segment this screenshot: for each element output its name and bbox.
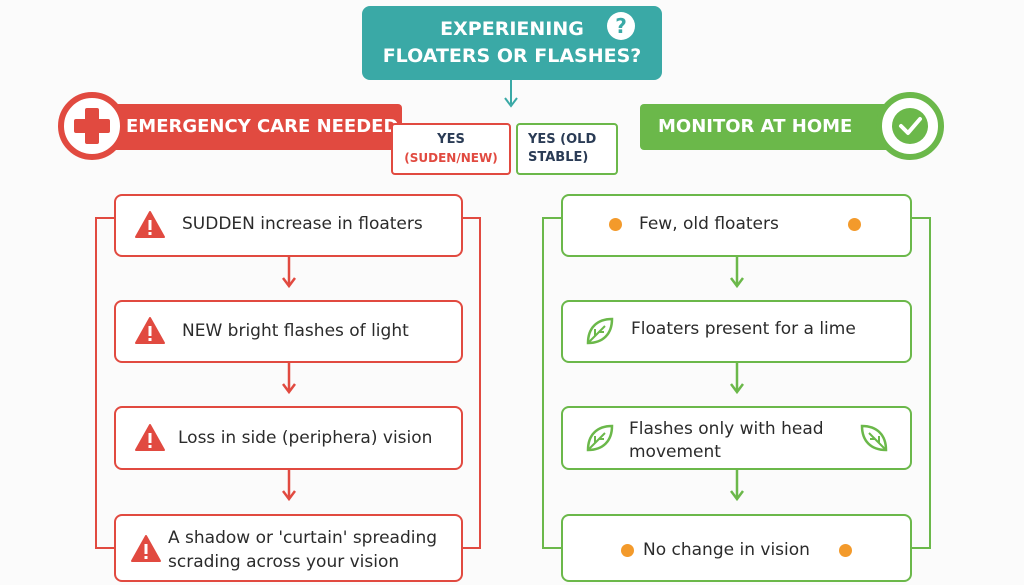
monitor-at-home-header: MONITOR AT HOME [640,104,908,150]
orange-dot-icon [621,544,634,557]
yes-new-line-2: (SUDEN/NEW) [404,151,498,165]
warning-icon [131,535,161,562]
leaf-icon [586,317,614,345]
monitor-step-4-text: No change in vision [643,540,810,560]
monitor-step-2: Floaters present for a lime [561,300,912,363]
monitor-step-1: Few, old floaters [561,194,912,257]
emergency-step-3-text: Loss in side (periphera) vision [178,428,433,448]
monitor-step-2-text: Floaters present for a lime [631,319,856,339]
question-line-1: EXPERIENING [440,18,584,40]
yes-old-stable-label: YES (OLD STABLE) [516,123,618,175]
yes-new-line-1: YES [437,132,465,147]
yes-sudden-new-label: YES (SUDEN/NEW) [391,123,511,175]
monitor-step-3: Flashes only with head movement [561,406,912,470]
monitor-step-4: No change in vision [561,514,912,582]
emergency-step-1-text: SUDDEN increase in floaters [182,214,423,234]
emergency-step-1: SUDDEN increase in floaters [114,194,463,257]
monitor-step-1-text: Few, old floaters [639,214,779,234]
checkmark-icon [876,92,944,160]
leaf-icon [860,424,888,452]
orange-dot-icon [848,218,861,231]
orange-dot-icon [839,544,852,557]
monitor-step-3-text: Flashes only with head movement [629,419,824,462]
orange-dot-icon [609,218,622,231]
emergency-step-2-text: NEW bright flashes of light [182,321,409,341]
yes-old-line-1: YES (OLD [528,132,597,147]
emergency-step-4-text: A shadow or 'curtain' spreading scrading… [168,528,438,572]
question-line-2: FLOATERS OR FLASHES? [382,45,642,67]
leaf-icon [586,424,614,452]
yes-old-line-2: STABLE) [528,150,589,165]
warning-icon [135,211,165,238]
warning-icon [135,424,165,451]
emergency-step-3: Loss in side (periphera) vision [114,406,463,470]
emergency-step-4: A shadow or 'curtain' spreading scrading… [114,514,463,582]
medical-cross-icon [58,92,126,160]
warning-icon [135,317,165,344]
emergency-care-header: EMERGENCY CARE NEEDED [80,104,402,150]
emergency-step-2: NEW bright flashes of light [114,300,463,363]
question-mark-icon: ? [607,12,635,40]
